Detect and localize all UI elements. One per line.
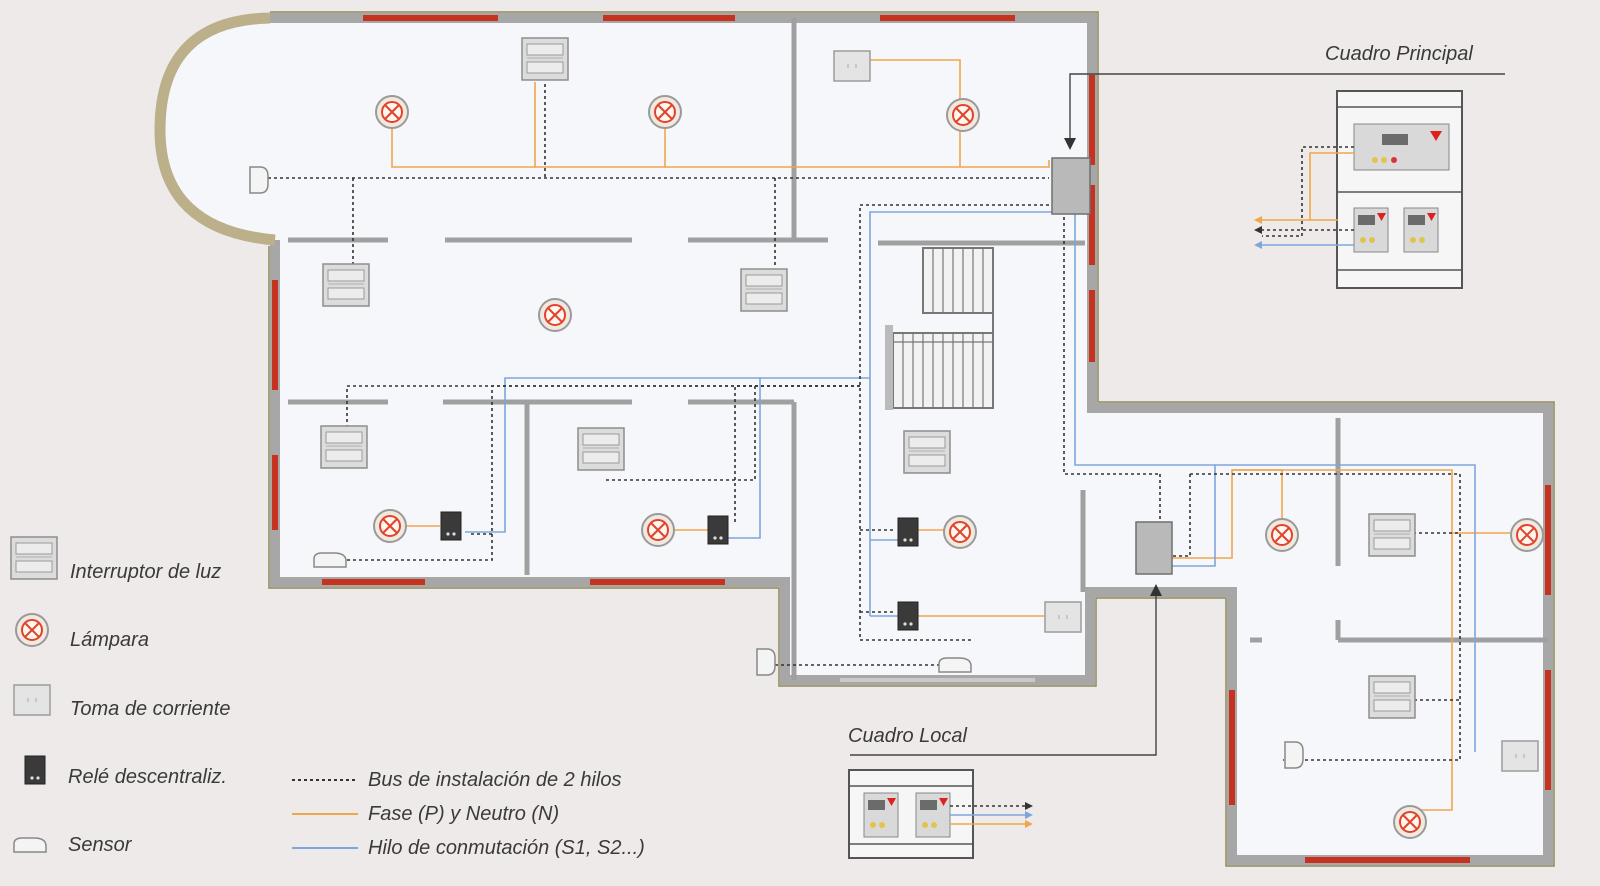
lamp xyxy=(375,95,409,129)
legend-outlet-icon xyxy=(13,684,51,716)
bus-wires xyxy=(268,84,1461,761)
legend-relay: Relé descentraliz. xyxy=(24,755,227,788)
light-switch xyxy=(740,268,788,312)
legend-sensor-icon xyxy=(13,837,47,853)
lamp xyxy=(946,98,980,132)
legend-bus: Bus de instalación de 2 hilos xyxy=(292,769,622,791)
sensor xyxy=(313,552,347,568)
light-switch xyxy=(322,263,370,307)
local-panel-title: Cuadro Local xyxy=(848,725,968,747)
legend-phase-label: Fase (P) y Neutro (N) xyxy=(368,803,559,825)
local-panel-arrow xyxy=(1150,584,1162,596)
legend-switch-icon xyxy=(10,536,58,580)
legend-lamp-icon xyxy=(15,613,49,647)
light-switch xyxy=(320,425,368,469)
relay xyxy=(440,511,462,541)
main-panel-box xyxy=(1051,157,1091,215)
legend-sensor-label: Sensor xyxy=(68,834,133,856)
power-outlet xyxy=(833,50,871,82)
power-outlet xyxy=(1501,740,1539,772)
legend-relay-label: Relé descentraliz. xyxy=(68,766,227,788)
windows xyxy=(272,15,1551,863)
main-panel-module xyxy=(1403,207,1439,253)
main-panel-module xyxy=(1353,207,1389,253)
legend-lamp: Lámpara xyxy=(15,613,149,651)
sensor xyxy=(938,657,972,673)
main-panel-wires xyxy=(1262,146,1354,246)
lamp xyxy=(1265,518,1299,552)
light-switch xyxy=(577,427,625,471)
lamp xyxy=(1393,805,1427,839)
switching-wires xyxy=(465,211,1476,752)
relay xyxy=(707,515,729,545)
lamp xyxy=(538,298,572,332)
local-panel-module xyxy=(863,792,899,838)
lamp xyxy=(1510,518,1544,552)
light-switch xyxy=(1368,513,1416,557)
local-panel-detail xyxy=(848,769,1033,859)
lamp xyxy=(943,515,977,549)
lamp xyxy=(641,513,675,547)
lamp xyxy=(373,509,407,543)
legend-phase: Fase (P) y Neutro (N) xyxy=(292,803,559,825)
legend-sensor: Sensor xyxy=(13,834,133,856)
legend-switch: Interruptor de luz xyxy=(10,536,221,583)
light-switch xyxy=(903,430,951,474)
relay xyxy=(897,601,919,631)
legend-outlet: Toma de corriente xyxy=(13,684,230,720)
legend-bus-label: Bus de instalación de 2 hilos xyxy=(368,769,622,791)
main-panel-title: Cuadro Principal xyxy=(1325,43,1473,65)
light-switch xyxy=(521,37,569,81)
exterior-walls xyxy=(154,12,1553,865)
relay xyxy=(897,517,919,547)
local-panel-box xyxy=(1135,521,1173,575)
sensor xyxy=(756,648,776,676)
interior-walls xyxy=(288,18,1548,680)
main-panel-leader xyxy=(1069,73,1505,140)
wall-outline xyxy=(268,11,1555,867)
sensor xyxy=(249,166,269,194)
local-panel-leader xyxy=(850,594,1157,756)
staircase xyxy=(885,247,994,410)
legend-relay-icon xyxy=(24,755,46,785)
legend-switch-label: Interruptor de luz xyxy=(70,561,221,583)
floor-area xyxy=(160,18,1548,860)
legend-switching-label: Hilo de conmutación (S1, S2...) xyxy=(368,837,645,859)
legend-outlet-label: Toma de corriente xyxy=(70,698,230,720)
main-panel-module-wide xyxy=(1353,123,1450,171)
phase-neutral-wires xyxy=(390,59,1510,811)
legend: Interruptor de luz Lámpara Toma de corri… xyxy=(10,536,645,859)
lamp xyxy=(648,95,682,129)
main-panel-arrow xyxy=(1064,138,1076,150)
power-outlet xyxy=(1044,601,1082,633)
sensor xyxy=(1284,741,1304,769)
main-panel-detail xyxy=(1254,90,1463,289)
local-panel-module xyxy=(915,792,951,838)
legend-switching: Hilo de conmutación (S1, S2...) xyxy=(292,837,645,859)
light-switch xyxy=(1368,675,1416,719)
legend-lamp-label: Lámpara xyxy=(70,629,149,651)
